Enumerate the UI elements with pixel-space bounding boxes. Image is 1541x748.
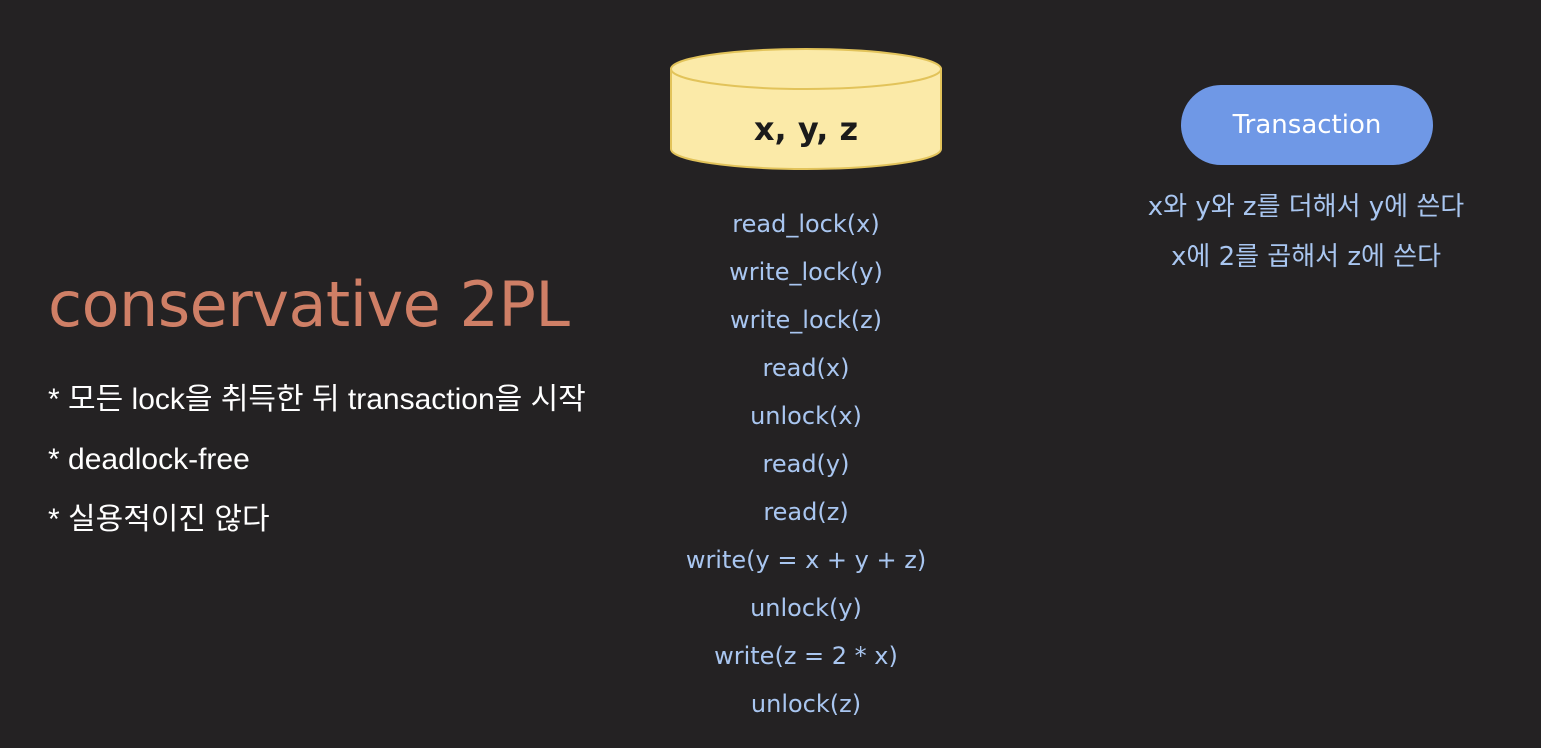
operation-step: write(y = x + y + z): [685, 546, 927, 574]
database-cylinder-icon: x, y, z: [668, 44, 944, 174]
operation-step: write_lock(z): [729, 306, 883, 334]
description-line: x와 y와 z를 더해서 y에 쓴다: [1147, 192, 1465, 222]
operation-step: read(y): [762, 450, 850, 478]
database-shape: [670, 48, 942, 170]
slide-title: conservative 2PL: [48, 268, 570, 341]
bullet-item: * 실용적이진 않다: [48, 503, 270, 536]
operation-step: read_lock(x): [732, 210, 880, 238]
operation-step: write(z = 2 * x): [714, 642, 898, 670]
database-label: x, y, z: [753, 110, 859, 148]
operation-sequence: read_lock(x) write_lock(y) write_lock(z)…: [606, 200, 1006, 728]
operation-step: write_lock(y): [729, 258, 883, 286]
bullet-item: * deadlock-free: [48, 443, 250, 476]
operation-step: read(z): [763, 498, 849, 526]
operation-step: unlock(y): [750, 594, 862, 622]
description-line: x에 2를 곱해서 z에 쓴다: [1171, 242, 1441, 272]
bullet-item: * 모든 lock을 취득한 뒤 transaction을 시작: [48, 383, 586, 416]
transaction-pill: Transaction: [1181, 85, 1433, 165]
operation-step: unlock(x): [750, 402, 862, 430]
transaction-description: x와 y와 z를 더해서 y에 쓴다 x에 2를 곱해서 z에 쓴다: [1096, 182, 1516, 282]
operation-step: read(x): [762, 354, 850, 382]
operation-step: unlock(z): [750, 690, 862, 718]
bullet-list: * 모든 lock을 취득한 뒤 transaction을 시작 * deadl…: [48, 378, 586, 558]
